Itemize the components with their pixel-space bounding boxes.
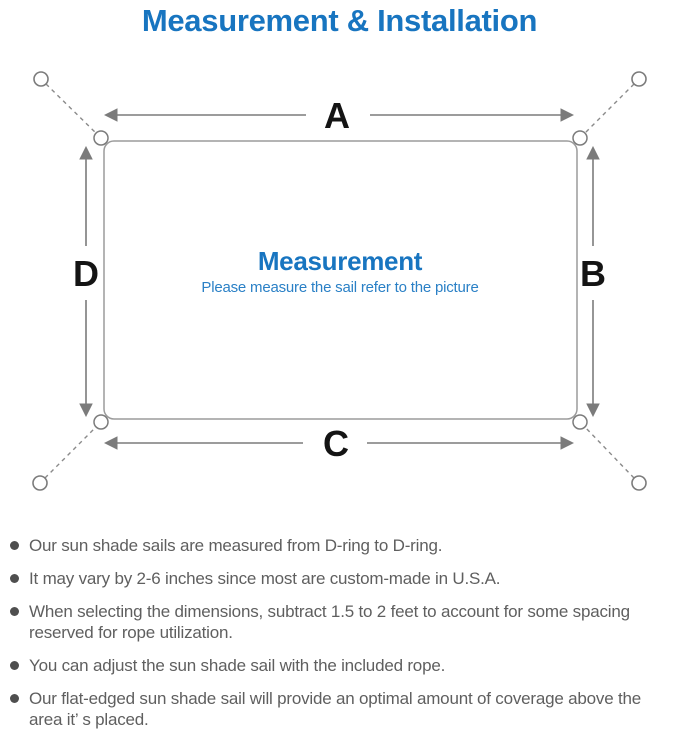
bullet-icon	[10, 694, 19, 703]
note-item-1: Our sun shade sails are measured from D-…	[10, 535, 673, 556]
rope-line-bottom-left	[44, 424, 99, 479]
anchor-point-bottom-right	[631, 475, 647, 491]
note-item-5: Our flat-edged sun shade sail will provi…	[10, 688, 673, 730]
notes-list: Our sun shade sails are measured from D-…	[0, 532, 679, 742]
anchor-point-bottom-left	[32, 475, 48, 491]
note-text: Our flat-edged sun shade sail will provi…	[29, 689, 642, 729]
note-text: Our sun shade sails are measured from D-…	[29, 536, 443, 555]
note-text: You can adjust the sun shade sail with t…	[29, 656, 446, 675]
dimension-label-b: B	[580, 253, 606, 294]
bullet-icon	[10, 574, 19, 583]
bullet-icon	[10, 661, 19, 670]
note-text: When selecting the dimensions, subtract …	[29, 602, 630, 642]
page-title: Measurement & Installation	[141, 3, 538, 38]
measurement-heading: Measurement	[258, 246, 423, 276]
note-item-4: You can adjust the sun shade sail with t…	[10, 655, 673, 676]
anchor-point-top-right	[631, 71, 647, 87]
rope-line-top-left	[45, 83, 99, 136]
d-ring-bottom-right-icon	[572, 414, 588, 430]
rope-line-top-right	[582, 83, 635, 136]
d-ring-bottom-left-icon	[93, 414, 109, 430]
bullet-icon	[10, 607, 19, 616]
sail-outline	[103, 140, 578, 420]
note-item-2: It may vary by 2-6 inches since most are…	[10, 568, 673, 589]
d-ring-top-right-icon	[572, 130, 588, 146]
rope-line-bottom-right	[582, 424, 635, 479]
dimension-label-a: A	[324, 95, 350, 136]
d-ring-top-left-icon	[93, 130, 109, 146]
dimension-label-c: C	[323, 423, 349, 464]
measurement-diagram: A B C D Measurement Please measure the s…	[32, 71, 647, 491]
note-item-3: When selecting the dimensions, subtract …	[10, 601, 673, 643]
dimension-label-d: D	[73, 253, 99, 294]
note-text: It may vary by 2-6 inches since most are…	[29, 569, 501, 588]
anchor-point-top-left	[33, 71, 49, 87]
bullet-icon	[10, 541, 19, 550]
measurement-subtitle: Please measure the sail refer to the pic…	[201, 279, 478, 296]
